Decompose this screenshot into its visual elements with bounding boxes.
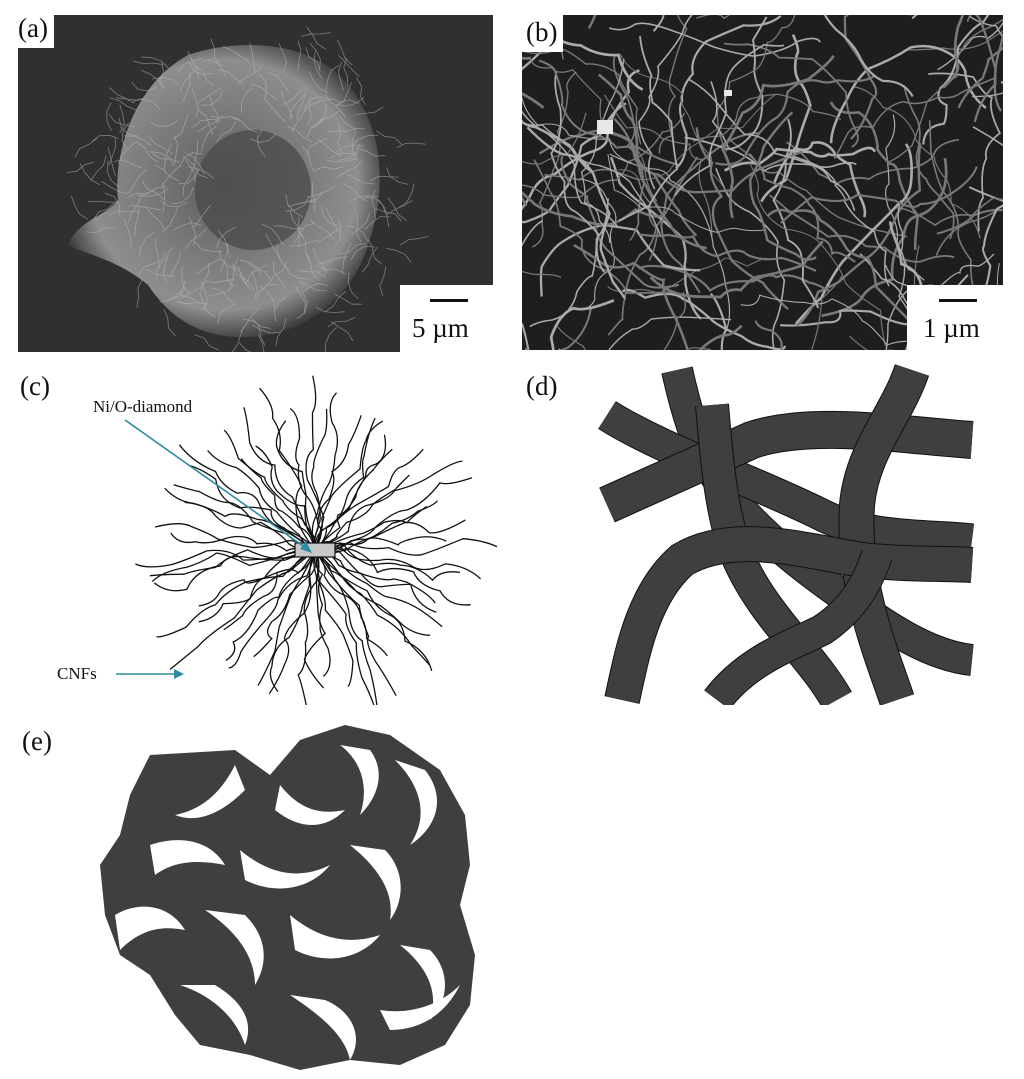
scale-bar-box: 5 µm — [400, 285, 493, 352]
cnf-strand — [305, 375, 325, 551]
cnf-strand — [314, 448, 393, 551]
cnf-strand — [303, 549, 326, 689]
cnf-strand — [314, 549, 430, 666]
cnf-strand — [314, 547, 471, 606]
cnf-strand — [154, 523, 316, 551]
cnf-strand — [314, 549, 375, 705]
panel-b-label: (b) — [522, 15, 564, 52]
callout-ni-o-diamond: Ni/O-diamond — [93, 397, 193, 416]
scale-bar — [939, 299, 977, 302]
cnf-strand — [269, 549, 316, 693]
panel-a-label: (a) — [0, 0, 54, 48]
cnf-network — [522, 15, 1003, 350]
cnf-strand — [225, 549, 316, 661]
callout-cnfs: CNFs — [57, 664, 97, 683]
bright-particle — [724, 90, 732, 96]
cnf-cluster-sphere — [67, 26, 429, 352]
cnf-strand — [275, 420, 316, 551]
panel-a: (a) 5 µm — [0, 0, 493, 352]
cnf-strand — [169, 549, 316, 670]
cnf-strand — [178, 444, 316, 551]
cnf-strand — [314, 549, 397, 697]
cnf-strand — [314, 549, 388, 657]
cnf-strand — [156, 549, 316, 638]
cnf-strand — [198, 549, 316, 623]
cnf-strand — [311, 408, 328, 551]
cnf-strand — [223, 549, 316, 631]
cnf-strand — [314, 519, 466, 552]
cnf-strand — [314, 542, 461, 582]
cnf-strand — [170, 532, 316, 552]
cnf-strand — [314, 500, 438, 552]
cnf-strand — [314, 549, 443, 628]
cnf-schematic — [116, 375, 498, 705]
cnf-strand — [184, 501, 316, 552]
scale-bar — [430, 299, 468, 302]
panel-d: (d) — [522, 355, 1002, 710]
cnf-strand — [189, 464, 316, 551]
panel-e-label: (e) — [22, 726, 52, 756]
cnf-strand — [314, 549, 437, 613]
cnf-strand — [314, 547, 482, 580]
cnf-strand — [297, 549, 320, 705]
cnf-strand — [255, 445, 316, 551]
sem-image-cluster — [18, 15, 493, 352]
cnf-strand — [311, 392, 339, 551]
cnf-strand — [314, 460, 463, 551]
callout-arrow — [124, 419, 307, 549]
cnf-strand — [314, 434, 387, 551]
cnf-strand — [257, 549, 316, 686]
cnf-strand — [149, 549, 316, 577]
cnf-strand — [314, 474, 410, 551]
cnf-strand — [313, 549, 331, 677]
cluster-blob — [100, 725, 475, 1070]
cnf-strand — [207, 450, 316, 551]
bright-particle — [597, 120, 613, 134]
cnf-strand — [314, 420, 384, 551]
cnf-strand — [259, 387, 316, 551]
cnf-strand — [135, 549, 316, 568]
cnf-strand — [240, 458, 316, 551]
cnf-strand — [314, 549, 378, 705]
cnf-strand — [314, 448, 424, 551]
panel-b: (b) 1 µm — [522, 15, 1003, 350]
cnf-strand — [289, 407, 322, 551]
cnf-strand — [313, 415, 362, 551]
cnf-strand — [314, 536, 447, 551]
panel-e: (e) — [0, 715, 510, 1079]
panel-d-label: (d) — [526, 371, 558, 401]
fiber-drawing — [522, 363, 1002, 710]
scale-bar-box: 1 µm — [907, 285, 1003, 350]
cnf-strand — [253, 549, 319, 658]
panel-c: (c) Ni/O-diamond CNFs — [0, 355, 510, 705]
scale-bar-text: 5 µm — [412, 313, 469, 343]
cnf-strand — [228, 549, 316, 669]
panel-c-label: (c) — [20, 371, 50, 401]
scale-bar-text: 1 µm — [923, 313, 980, 343]
